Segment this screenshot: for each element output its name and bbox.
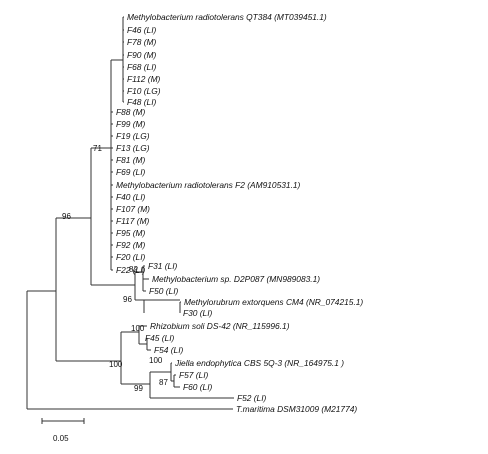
taxon-label: F117 (M) xyxy=(116,216,150,226)
taxon-label: Methylorubrum extorquens CM4 (NR_074215.… xyxy=(184,297,363,307)
scale-bar: 0.05 xyxy=(41,418,85,443)
taxon-label: F54 (LI) xyxy=(154,345,184,355)
taxon-label: F92 (M) xyxy=(116,240,146,250)
bootstrap-label: 100 xyxy=(131,324,145,333)
taxon-label: F69 (LI) xyxy=(116,167,146,177)
taxon-label: F112 (M) xyxy=(127,74,161,84)
taxon-label: Jiella endophytica CBS 5Q-3 (NR_164975.1… xyxy=(174,358,344,368)
taxon-label: F60 (LI) xyxy=(183,382,213,392)
taxon-label: F40 (LI) xyxy=(116,192,146,202)
taxon-label: F68 (LI) xyxy=(127,62,157,72)
taxon-label: F46 (LI) xyxy=(127,25,157,35)
taxon-labels: Methylobacterium radiotolerans QT384 (MT… xyxy=(116,12,363,414)
taxon-label: Methylobacterium sp. D2P087 (MN989083.1) xyxy=(152,274,320,284)
taxon-label: F19 (LG) xyxy=(116,131,150,141)
taxon-label: F99 (M) xyxy=(116,119,146,129)
bootstrap-label: 99 xyxy=(134,384,143,393)
taxon-label: T.maritima DSM31009 (M21774) xyxy=(236,404,357,414)
taxon-label: F20 (LI) xyxy=(116,252,146,262)
taxon-label: F13 (LG) xyxy=(116,143,150,153)
scale-bar-label: 0.05 xyxy=(53,434,69,443)
taxon-label: F107 (M) xyxy=(116,204,150,214)
taxon-label: F88 (M) xyxy=(116,107,146,117)
bootstrap-label: 100 xyxy=(149,356,163,365)
taxon-label: F10 (LG) xyxy=(127,86,161,96)
taxon-label: F50 (LI) xyxy=(149,286,179,296)
bootstrap-label: 100 xyxy=(109,360,123,369)
taxon-label: F45 (LI) xyxy=(145,333,175,343)
taxon-label: F57 (LI) xyxy=(179,370,209,380)
tree-branches xyxy=(26,16,234,410)
taxon-label: Methylobacterium radiotolerans QT384 (MT… xyxy=(127,12,327,22)
taxon-label: F31 (LI) xyxy=(148,261,178,271)
bootstrap-values: 71 96 82 96 100 100 100 87 99 xyxy=(62,144,168,393)
taxon-label: F48 (LI) xyxy=(127,97,157,107)
taxon-label: F95 (M) xyxy=(116,228,146,238)
taxon-label: F30 (LI) xyxy=(183,308,213,318)
taxon-label: F81 (M) xyxy=(116,155,146,165)
taxon-label: Rhizobium soli DS-42 (NR_115996.1) xyxy=(150,321,290,331)
taxon-label: F22 (LI) xyxy=(116,265,146,275)
taxon-label: F90 (M) xyxy=(127,50,157,60)
bootstrap-label: 82 xyxy=(129,265,138,274)
taxon-label: Methylobacterium radiotolerans F2 (AM910… xyxy=(116,180,301,190)
taxon-label: F52 (LI) xyxy=(237,393,267,403)
bootstrap-label: 96 xyxy=(62,212,71,221)
bootstrap-label: 87 xyxy=(159,378,168,387)
bootstrap-label: 96 xyxy=(123,295,132,304)
taxon-label: F78 (M) xyxy=(127,37,157,47)
bootstrap-label: 71 xyxy=(93,144,102,153)
